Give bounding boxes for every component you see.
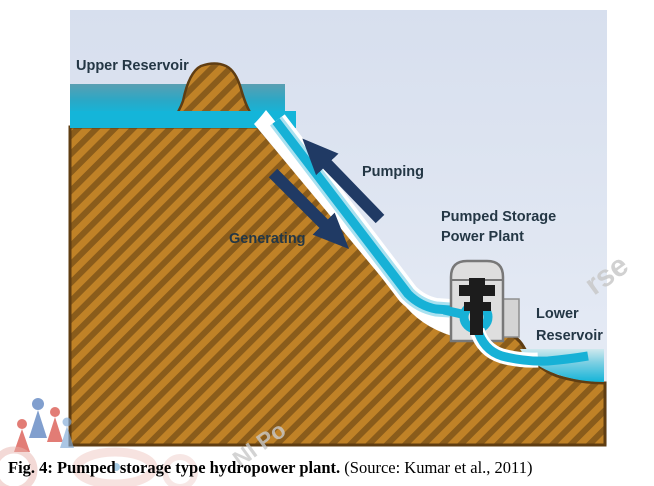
caption-source: (Source: Kumar et al., 2011) [340,458,533,477]
plant-label-line1: Pumped Storage [441,209,556,225]
generating-label: Generating [229,231,306,247]
lower-reservoir-label-line2: Reservoir [536,328,603,344]
watermark-logo [0,398,198,486]
generating-arrow [268,168,350,250]
figure-caption: Fig. 4: Pumped storage type hydropower p… [8,458,532,478]
pumping-arrow [302,138,385,224]
retaining-wall [502,298,520,338]
lower-reservoir-label-line1: Lower [536,306,579,322]
penstock-pipe [267,114,451,321]
upper-reservoir-label: Upper Reservoir [76,58,189,74]
pumping-label: Pumping [362,164,424,180]
upper-reservoir-water [70,84,285,114]
intake-channel [70,111,296,128]
plant-label-line2: Power Plant [441,229,524,245]
caption-title: Fig. 4: Pumped storage type hydropower p… [8,458,341,477]
turbine-icon [459,278,495,335]
